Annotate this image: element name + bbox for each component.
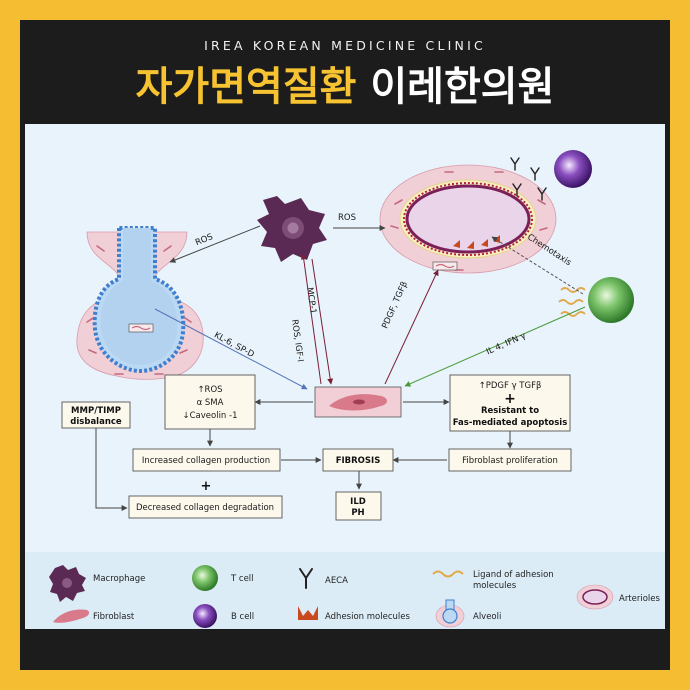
fibroblast-proliferation-text: Fibroblast proliferation [462, 456, 558, 466]
fibroblast-proliferation-box: Fibroblast proliferation [448, 448, 572, 472]
pdgf-box-line2: Resistant to [481, 406, 539, 416]
mmp-box: MMP/TIMP disbalance [61, 401, 131, 429]
legend-alveoli-icon [435, 599, 465, 628]
ros-box-line2: α SMA [197, 398, 224, 408]
legend-tcell-label: T cell [230, 574, 254, 584]
legend-tcell-icon [192, 565, 218, 591]
ros-box-line1: ↑ROS [197, 385, 222, 395]
pdgf-box: ↑PDGF γ TGFβ + Resistant to Fas-mediated… [449, 374, 571, 432]
label-mcp1: MCP-1 [304, 287, 318, 315]
label-ros-igf: ROS, IGF-I [289, 319, 305, 363]
legend-adhesion-label: Adhesion molecules [325, 612, 410, 622]
headline-white: 이레한의원 [370, 64, 555, 110]
clinic-subtitle: IREA KOREAN MEDICINE CLINIC [204, 38, 486, 53]
mmp-box-line1: MMP/TIMP [71, 406, 121, 416]
legend-fibroblast-label: Fibroblast [93, 612, 135, 622]
legend-macrophage-label: Macrophage [93, 574, 145, 584]
collagen-plus: + [201, 479, 212, 494]
ph-text: PH [351, 508, 364, 518]
legend-area [25, 552, 665, 629]
b-cell [554, 150, 592, 188]
fibrosis-text: FIBROSIS [336, 456, 381, 466]
headline-yellow: 자가면역질환 [135, 64, 357, 110]
collagen-degradation-text: Decreased collagen degradation [136, 503, 274, 513]
macrophage-cell [257, 196, 327, 262]
pdgf-box-line3: Fas-mediated apoptosis [453, 418, 568, 428]
legend-fibroblast-icon [53, 609, 90, 623]
legend-ligand-label-1: Ligand of adhesion [473, 570, 554, 580]
headline: 자가면역질환 이레한의원 [0, 60, 690, 114]
ros-box-line3: ↓Caveolin -1 [182, 411, 237, 421]
t-cell [558, 277, 634, 323]
label-pdgf-tgf: PDGF, TGFβ [380, 280, 410, 330]
label-il4: IL 4, IFN γ [485, 331, 528, 357]
ild-ph-box: ILD PH [335, 491, 382, 521]
legend-ligand-icon [432, 570, 464, 578]
arteriole [379, 164, 557, 274]
fibrosis-box: FIBROSIS [322, 448, 394, 472]
fibrosis-diagram: ROS ROS KL-6, SP-D MCP-1 ROS, IGF-I PDGF… [49, 150, 661, 628]
fibroblast-cell [314, 386, 402, 418]
legend-aeca-label: AECA [325, 576, 348, 586]
legend-ligand-label-2: molecules [473, 581, 517, 591]
pdgf-box-plus: + [504, 391, 516, 407]
ild-text: ILD [350, 497, 366, 507]
legend-arterioles-icon [576, 584, 614, 610]
pdgf-box-line1: ↑PDGF γ TGFβ [479, 381, 542, 391]
legend-alveoli-label: Alveoli [473, 612, 501, 622]
legend-aeca-icon [299, 568, 313, 589]
legend-bcell-label: B cell [231, 612, 254, 622]
mmp-box-line2: disbalance [70, 417, 122, 427]
bottom-bar [20, 629, 670, 670]
label-ros-right: ROS [338, 213, 356, 223]
legend-macrophage-icon [49, 565, 86, 602]
collagen-production-text: Increased collagen production [142, 456, 270, 466]
legend: Macrophage Fibroblast T cell B cell AECA… [49, 565, 661, 628]
collagen-production-box: Increased collagen production [132, 448, 281, 472]
legend-arterioles-label: Arterioles [619, 594, 661, 604]
label-kl6: KL-6, SP-D [212, 330, 256, 360]
aeca-antibodies [510, 157, 547, 201]
legend-adhesion-icon [298, 606, 318, 620]
diagram-panel: ROS ROS KL-6, SP-D MCP-1 ROS, IGF-I PDGF… [25, 124, 665, 629]
legend-bcell-icon [193, 604, 217, 628]
alveolus [76, 226, 204, 380]
collagen-degradation-box: Decreased collagen degradation [128, 495, 283, 519]
ros-box: ↑ROS α SMA ↓Caveolin -1 [164, 374, 256, 430]
